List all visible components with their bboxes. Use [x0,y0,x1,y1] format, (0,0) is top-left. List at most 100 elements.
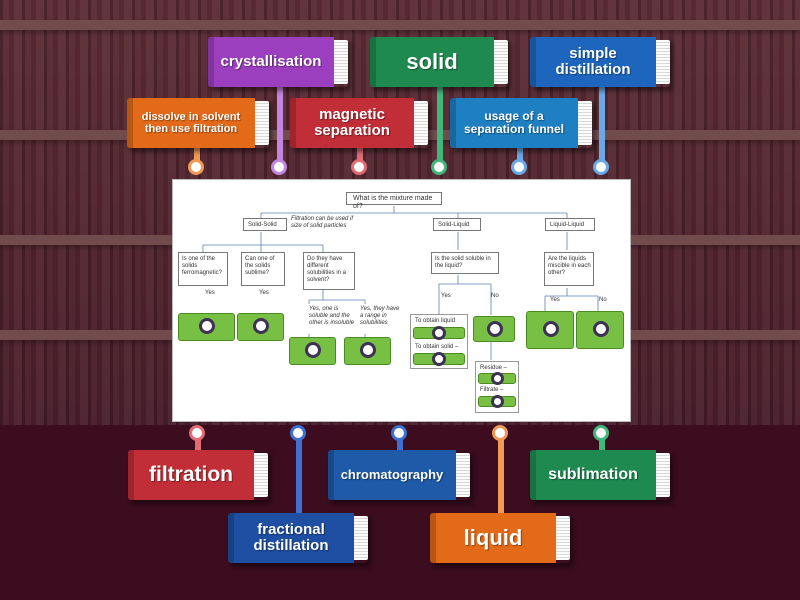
connector-dot[interactable] [511,159,527,175]
slot-knob[interactable] [432,352,446,366]
book-solid[interactable]: solid [370,37,508,87]
flow-question-text: Do they have different solubilities in a… [307,256,347,283]
book-label: simple distillation [530,37,656,87]
book-sublimation[interactable]: sublimation [530,450,670,500]
answer-slot[interactable] [413,326,465,340]
flow-root-box: What is the mixture made of? [346,192,442,210]
flow-note-text: Yes, they have a range in solubilities [360,306,400,326]
flow-yes-label: Yes [205,290,215,296]
flow-solid-liquid-box: Solid-Liquid [433,218,481,231]
flow-label: Filtrate – [480,387,504,393]
connector-dot[interactable] [290,425,306,441]
flow-question-text: Can one of the solids sublime? [245,256,275,276]
book-label: sublimation [530,450,656,500]
flow-label: Residue – [480,365,508,371]
connector-dot[interactable] [351,159,367,175]
connector-line [599,85,605,167]
connector-line [599,432,605,457]
answer-slot[interactable] [473,316,515,342]
flow-liquid-liquid-text: Liquid-Liquid [550,222,585,228]
answer-slot[interactable] [178,313,235,341]
flow-question-text: Is one of the solids ferromagnetic? [182,256,223,276]
book-label: dissolve in solvent then use filtration [127,98,255,148]
book-label: crystallisation [208,37,334,87]
flow-yes-label: Yes [441,293,451,299]
connector-dot[interactable] [492,425,508,441]
answer-slot[interactable] [576,311,624,349]
answer-slot[interactable] [344,337,391,365]
connector-line [397,432,403,457]
flow-question-box: Are the liquids miscible in each other? [544,252,594,286]
connector-dot[interactable] [593,159,609,175]
shelf-board [0,20,800,30]
book-liquid[interactable]: liquid [430,513,570,563]
flow-label: To obtain liquid [415,318,456,324]
slot-knob[interactable] [491,395,504,408]
book-filtration[interactable]: filtration [128,450,268,500]
flow-question-box: Is one of the solids ferromagnetic? [178,252,228,286]
slot-knob[interactable] [199,318,215,334]
connector-line [296,432,302,520]
flow-question-text: Is the solid soluble in the liquid? [435,256,491,269]
connector-dot[interactable] [271,159,287,175]
connector-line [195,432,201,457]
book-chromatography[interactable]: chromatography [328,450,470,500]
flow-question-box: Can one of the solids sublime? [241,252,285,286]
book-label: fractional distillation [228,513,354,563]
book-label: solid [370,37,494,87]
slot-knob[interactable] [487,321,503,337]
book-simple-distillation[interactable]: simple distillation [530,37,670,87]
flow-solid-solid-box: Solid-Solid [243,218,287,231]
book-label: filtration [128,450,254,500]
answer-slot[interactable] [413,352,465,366]
book-label: chromatography [328,450,456,500]
flowchart-connectors [202,206,599,360]
answer-slot[interactable] [478,372,516,385]
book-crystallisation[interactable]: crystallisation [208,37,348,87]
connector-dot[interactable] [391,425,407,441]
flow-solid-liquid-text: Solid-Liquid [438,222,470,228]
slot-knob[interactable] [432,326,446,340]
flow-yes-label: Yes [259,290,269,296]
flow-question-text: Are the liquids miscible in each other? [548,256,591,276]
connector-dot[interactable] [593,425,609,441]
book-label: liquid [430,513,556,563]
slot-knob[interactable] [593,321,609,337]
slot-knob[interactable] [253,318,269,334]
connector-line [194,145,200,167]
flow-no-label: No [599,297,607,303]
book-separation-funnel[interactable]: usage of a separation funnel [450,98,592,148]
flow-filtration-note: Filtration can be used if size of solid … [291,216,354,229]
slot-knob[interactable] [305,342,321,358]
answer-slot[interactable] [478,395,516,408]
flow-question-box: Do they have different solubilities in a… [303,252,355,290]
slot-knob[interactable] [360,342,376,358]
slot-knob[interactable] [543,321,559,337]
flowchart-panel: What is the mixture made of? Solid-Solid… [172,179,631,422]
connector-line [437,85,443,167]
answer-slot[interactable] [289,337,336,365]
flow-question-box: Is the solid soluble in the liquid? [431,252,499,274]
flow-label: To obtain solid – [415,344,459,350]
connector-line [357,145,363,167]
slot-knob[interactable] [491,372,504,385]
connector-line [517,145,523,167]
book-fractional-distillation[interactable]: fractional distillation [228,513,368,563]
flow-no-label: No [491,293,499,299]
flow-liquid-liquid-box: Liquid-Liquid [545,218,595,231]
book-magnetic-separation[interactable]: magnetic separation [290,98,428,148]
connector-dot[interactable] [188,159,204,175]
connector-line [277,85,283,167]
flow-solid-solid-text: Solid-Solid [248,222,277,228]
book-dissolve-in-solvent[interactable]: dissolve in solvent then use filtration [127,98,269,148]
flow-root-text: What is the mixture made of? [353,195,433,211]
answer-slot[interactable] [526,311,574,349]
flow-note-text: Yes, one is soluble and the other is ins… [309,306,355,326]
book-label: usage of a separation funnel [450,98,578,148]
flow-yes-label: Yes [550,297,560,303]
connector-dot[interactable] [189,425,205,441]
answer-slot[interactable] [237,313,284,341]
connector-line [498,432,504,520]
book-label: magnetic separation [290,98,414,148]
connector-dot[interactable] [431,159,447,175]
